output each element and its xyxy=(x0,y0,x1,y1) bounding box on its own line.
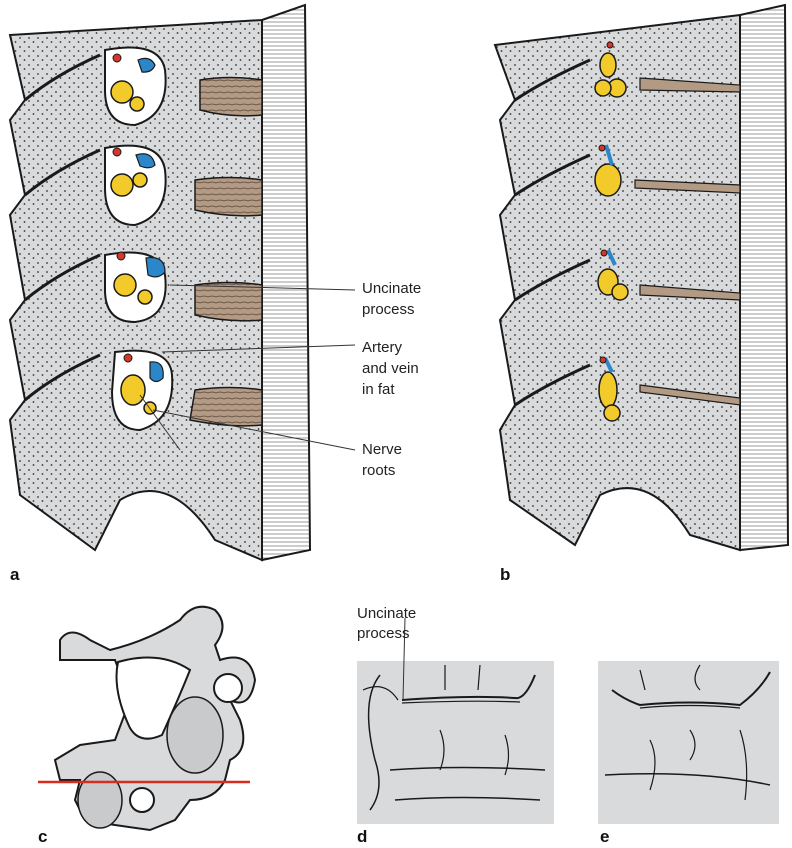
label-nerve-roots-line2: roots xyxy=(362,462,395,479)
panel-letter-b: b xyxy=(500,565,510,584)
panel-letter-a: a xyxy=(10,565,20,584)
disc-1 xyxy=(200,78,262,116)
label-uncinate-process-d-line2: process xyxy=(357,625,410,642)
foramen-a3 xyxy=(105,252,166,322)
panel-d-radiograph xyxy=(357,618,554,824)
panel-a-diagram xyxy=(10,5,355,560)
panel-letter-c: c xyxy=(38,827,47,846)
panel-letter-d: d xyxy=(357,827,367,846)
label-uncinate-process-a-line2: process xyxy=(362,301,415,318)
panel-c-vertebra xyxy=(38,607,255,830)
panel-letter-e: e xyxy=(600,827,609,846)
foramen-a2 xyxy=(105,146,166,225)
label-artery-vein-line3: in fat xyxy=(362,381,395,398)
label-nerve-roots-line1: Nerve xyxy=(362,441,402,458)
label-uncinate-process-d-line1: Uncinate xyxy=(357,605,416,622)
label-artery-vein-line1: Artery xyxy=(362,339,403,356)
label-uncinate-process-a-line1: Uncinate xyxy=(362,280,421,297)
label-artery-vein-line2: and vein xyxy=(362,360,419,377)
transverse-foramen-c xyxy=(214,674,242,702)
disc-4 xyxy=(190,388,262,426)
disc-3 xyxy=(195,283,262,321)
panel-e-radiograph xyxy=(598,661,779,824)
disc-2 xyxy=(195,178,262,216)
panel-b-diagram xyxy=(495,5,788,550)
